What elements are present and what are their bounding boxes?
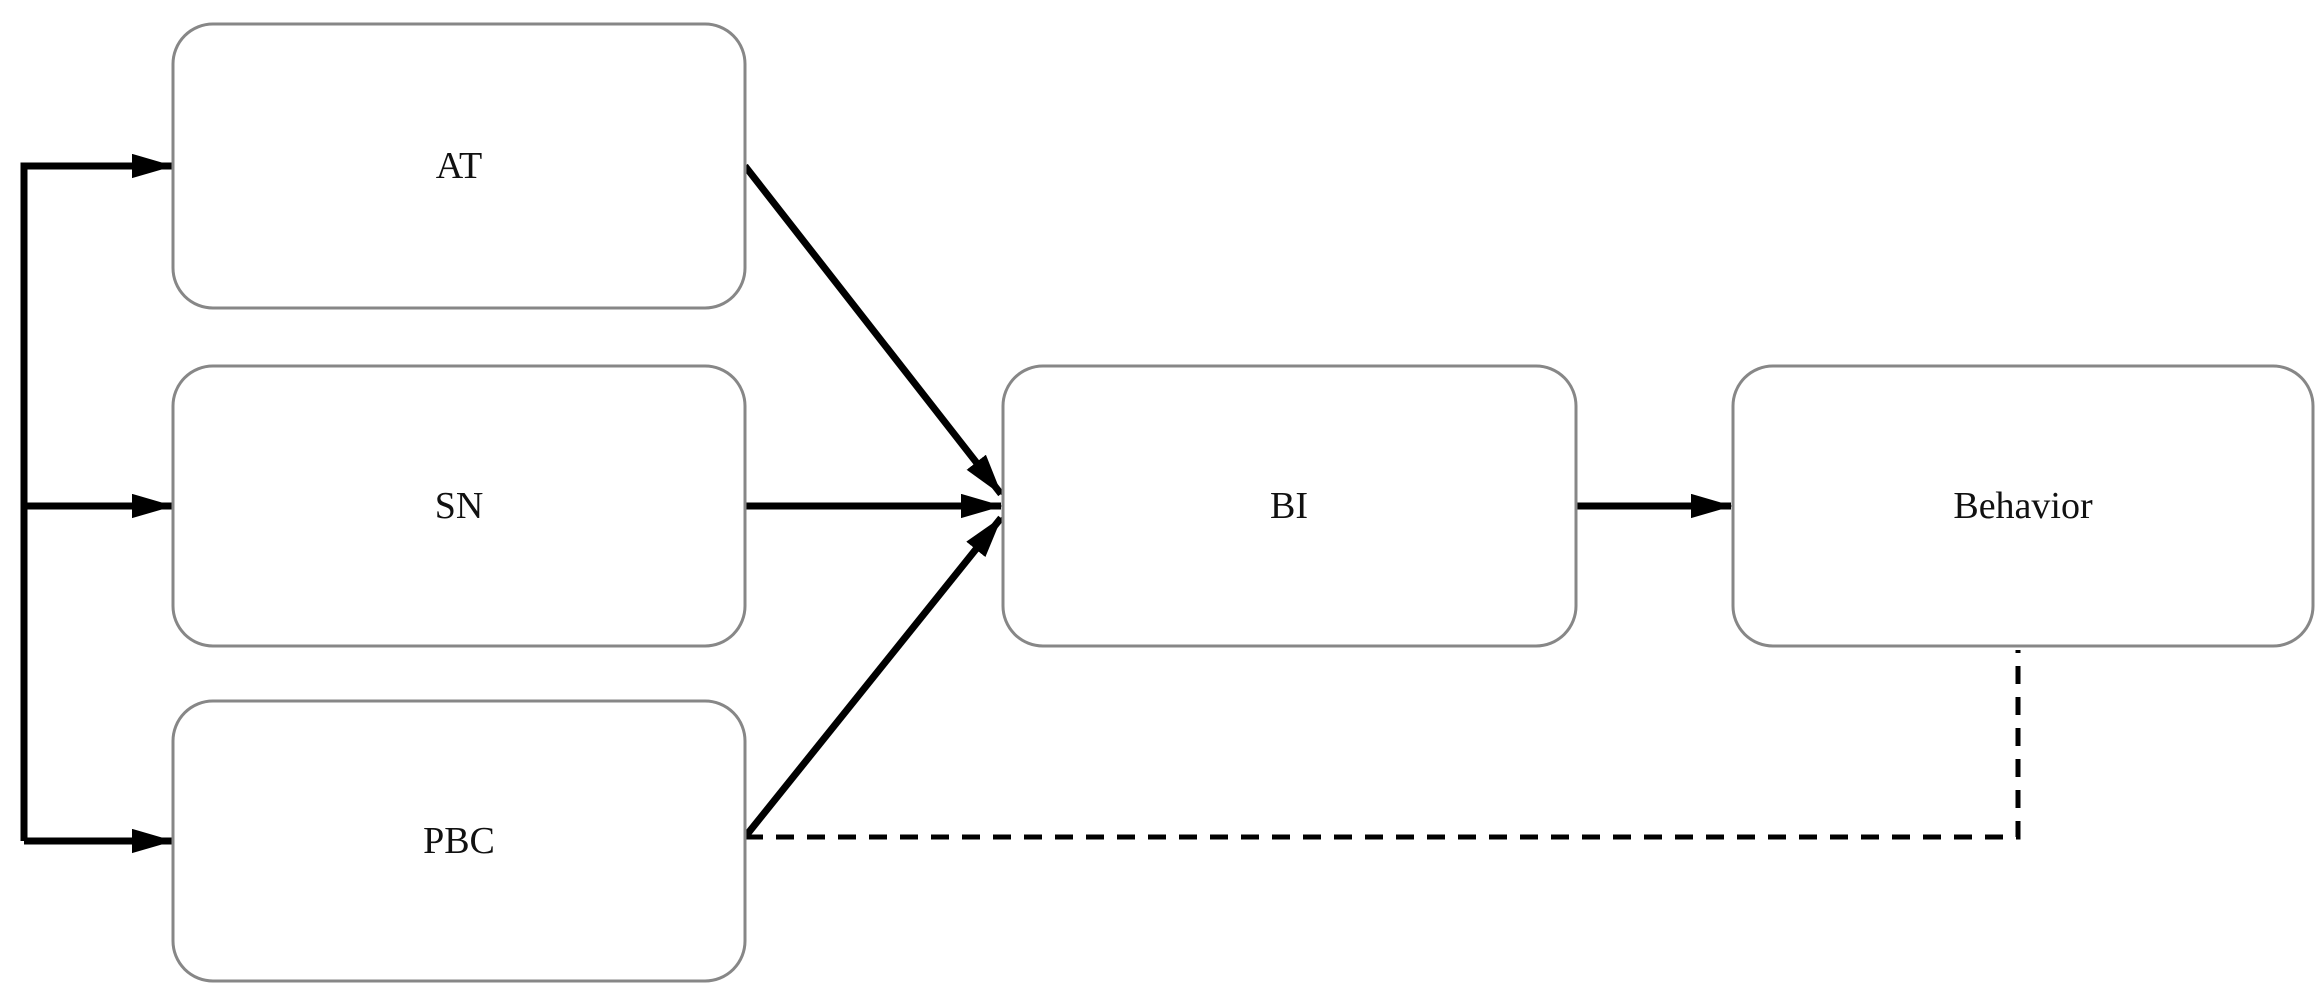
node-bi-label: BI — [1270, 485, 1308, 527]
node-at: AT — [171, 22, 747, 310]
node-at-box — [171, 22, 747, 310]
node-sn-box — [171, 364, 747, 648]
node-bi-box — [1001, 364, 1578, 648]
node-behavior: Behavior — [1731, 364, 2315, 648]
node-pbc: PBC — [171, 699, 747, 983]
node-at-label: AT — [436, 145, 482, 187]
edge-pbc-to-behavior-dashed — [745, 650, 2021, 840]
node-behavior-label: Behavior — [1953, 485, 2093, 527]
node-behavior-box — [1731, 364, 2315, 648]
node-pbc-label: PBC — [423, 820, 495, 862]
node-pbc-box — [171, 699, 747, 983]
edge-at-to-bi — [742, 163, 1004, 497]
edge-pbc-to-bi — [742, 515, 1004, 840]
edge-fan-to-at — [20, 153, 174, 841]
node-sn: SN — [171, 364, 747, 648]
node-sn-label: SN — [435, 485, 484, 527]
node-bi: BI — [1001, 364, 1578, 648]
